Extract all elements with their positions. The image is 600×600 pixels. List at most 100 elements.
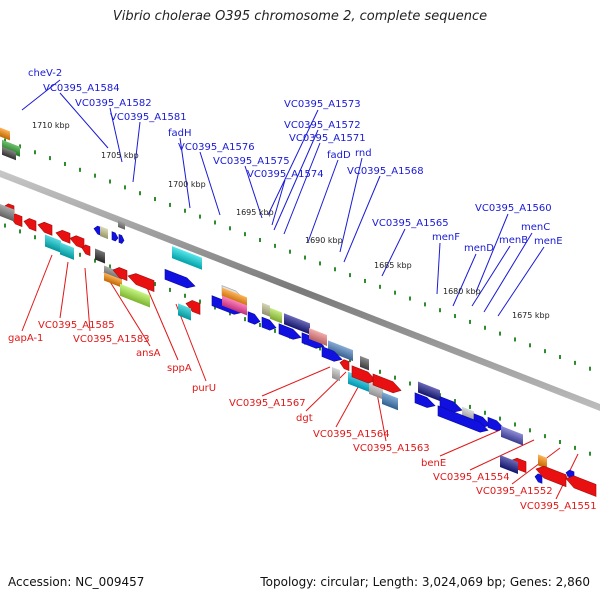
feature-rnd[interactable] bbox=[328, 340, 353, 362]
tick-mark bbox=[184, 208, 186, 213]
leader-line-forward bbox=[436, 242, 441, 295]
gene-label-puru[interactable]: purU bbox=[192, 383, 216, 394]
feature-a1560[interactable] bbox=[437, 405, 489, 435]
gene-label-menf[interactable]: menF bbox=[432, 232, 460, 243]
gene-label-vc0395-a1582[interactable]: VC0395_A1582 bbox=[75, 98, 152, 109]
feature-a1583-box[interactable] bbox=[95, 248, 105, 264]
gene-label-bene[interactable]: benE bbox=[421, 458, 446, 469]
gene-label-vc0395-a1581[interactable]: VC0395_A1581 bbox=[110, 112, 187, 123]
feature-fadd[interactable] bbox=[309, 328, 327, 347]
tick-mark bbox=[289, 249, 291, 254]
feature-lime[interactable] bbox=[270, 307, 282, 324]
gene-label-vc0395-a1551[interactable]: VC0395_A1551 bbox=[520, 501, 597, 512]
feature-chev-2[interactable] bbox=[0, 127, 10, 141]
gene-label-mend[interactable]: menD bbox=[464, 243, 494, 254]
feature-a1560b[interactable] bbox=[534, 473, 543, 484]
feature-a1582[interactable] bbox=[111, 231, 119, 242]
gene-label-ansa[interactable]: ansA bbox=[136, 348, 161, 359]
feature-mend[interactable] bbox=[439, 396, 463, 416]
feature-navy[interactable] bbox=[284, 313, 310, 335]
leader-line-reverse bbox=[141, 275, 179, 361]
gene-label-vc0395-a1583[interactable]: VC0395_A1583 bbox=[73, 334, 150, 345]
gene-label-vc0395-a1568[interactable]: VC0395_A1568 bbox=[347, 166, 424, 177]
tick-mark bbox=[274, 243, 276, 248]
gene-label-vc0395-a1573[interactable]: VC0395_A1573 bbox=[284, 99, 361, 110]
feature-menf-arrow[interactable] bbox=[414, 392, 436, 411]
feature-a1574[interactable] bbox=[247, 311, 261, 327]
feature-sppa[interactable] bbox=[120, 283, 150, 308]
feature-fadh[interactable] bbox=[164, 268, 196, 291]
feature-a1563c[interactable] bbox=[372, 373, 402, 396]
tick-mark bbox=[274, 328, 276, 333]
feature-a1567-box[interactable] bbox=[332, 366, 340, 382]
feature-chev-2c[interactable] bbox=[2, 146, 16, 161]
gene-label-sppa[interactable]: sppA bbox=[167, 363, 192, 374]
feature-a1563b[interactable] bbox=[351, 365, 377, 386]
feature-a1567[interactable] bbox=[339, 358, 350, 372]
feature-sppa-arrow[interactable] bbox=[127, 270, 155, 292]
feature-gray-left-body bbox=[0, 204, 14, 222]
gene-label-dgt[interactable]: dgt bbox=[296, 413, 313, 424]
gene-label-rnd[interactable]: rnd bbox=[355, 148, 372, 159]
feature-a1585-box[interactable] bbox=[45, 234, 61, 253]
gene-label-fadh[interactable]: fadH bbox=[168, 128, 192, 139]
feature-a1572[interactable] bbox=[278, 323, 302, 343]
feature-orange[interactable] bbox=[222, 287, 247, 308]
gene-label-vc0395-a1572[interactable]: VC0395_A1572 bbox=[284, 120, 361, 131]
gene-label-vc0395-a1563[interactable]: VC0395_A1563 bbox=[353, 443, 430, 454]
gene-label-menb[interactable]: menB bbox=[499, 235, 528, 246]
gene-label-vc0395-a1554[interactable]: VC0395_A1554 bbox=[433, 472, 510, 483]
gene-label-chev-2[interactable]: cheV-2 bbox=[28, 68, 62, 79]
tick-mark bbox=[109, 179, 111, 184]
gene-label-fadd[interactable]: fadD bbox=[327, 150, 351, 161]
gene-label-vc0395-a1567[interactable]: VC0395_A1567 bbox=[229, 398, 306, 409]
feature-a1581-box[interactable] bbox=[118, 219, 125, 230]
gene-label-vc0395-a1571[interactable]: VC0395_A1571 bbox=[289, 133, 366, 144]
feature-a1554[interactable] bbox=[500, 455, 518, 475]
feature-a1568[interactable] bbox=[321, 346, 343, 365]
gene-label-gapa-1[interactable]: gapA-1 bbox=[8, 333, 43, 344]
gene-label-vc0395-a1565[interactable]: VC0395_A1565 bbox=[372, 218, 449, 229]
gene-label-vc0395-a1585[interactable]: VC0395_A1585 bbox=[38, 320, 115, 331]
tick-mark bbox=[514, 337, 516, 342]
feature-puru-box[interactable] bbox=[178, 303, 191, 321]
gene-label-menc[interactable]: menC bbox=[521, 222, 550, 233]
gene-label-mene[interactable]: menE bbox=[534, 236, 563, 247]
feature-a1563[interactable] bbox=[382, 391, 398, 411]
gene-label-vc0395-a1552[interactable]: VC0395_A1552 bbox=[476, 486, 553, 497]
feature-a1551[interactable] bbox=[565, 473, 597, 497]
feature-menc[interactable] bbox=[487, 416, 505, 433]
feature-rev-3[interactable] bbox=[37, 220, 53, 236]
feature-a1565[interactable] bbox=[360, 355, 369, 371]
feature-a1576[interactable] bbox=[172, 246, 202, 270]
feature-a1581[interactable] bbox=[118, 233, 125, 244]
feature-a1552[interactable] bbox=[535, 463, 567, 488]
gene-label-vc0395-a1575[interactable]: VC0395_A1575 bbox=[213, 156, 290, 167]
feature-a1585-box2[interactable] bbox=[60, 242, 74, 260]
leader-line-forward bbox=[21, 79, 61, 111]
feature-pink[interactable] bbox=[222, 295, 247, 316]
feature-ansa-box2[interactable] bbox=[104, 272, 122, 288]
feature-menf[interactable] bbox=[418, 381, 440, 402]
gene-label-vc0395-a1574[interactable]: VC0395_A1574 bbox=[247, 169, 324, 180]
feature-puru[interactable] bbox=[185, 298, 201, 315]
gene-label-vc0395-a1560[interactable]: VC0395_A1560 bbox=[475, 203, 552, 214]
feature-ansa[interactable] bbox=[112, 265, 128, 281]
gene-label-vc0395-a1576[interactable]: VC0395_A1576 bbox=[178, 142, 255, 153]
tick-mark bbox=[499, 416, 501, 421]
feature-a1583[interactable] bbox=[81, 243, 91, 257]
feature-a1582-box[interactable] bbox=[100, 226, 108, 240]
gene-label-vc0395-a1564[interactable]: VC0395_A1564 bbox=[313, 429, 390, 440]
tick-mark bbox=[379, 284, 381, 289]
tick-mark bbox=[34, 235, 36, 240]
feature-a1585b[interactable] bbox=[69, 233, 85, 250]
feature-mene[interactable] bbox=[501, 425, 523, 446]
gene-label-vc0395-a1584[interactable]: VC0395_A1584 bbox=[43, 83, 120, 94]
feature-a1585[interactable] bbox=[55, 228, 71, 244]
feature-olive[interactable] bbox=[262, 302, 270, 317]
feature-orange-2[interactable] bbox=[538, 454, 547, 469]
feature-rev-2[interactable] bbox=[23, 216, 37, 232]
feature-chev-2-body bbox=[0, 127, 10, 141]
feature-gray-left[interactable] bbox=[0, 204, 14, 222]
feature-a1573[interactable] bbox=[261, 316, 277, 332]
